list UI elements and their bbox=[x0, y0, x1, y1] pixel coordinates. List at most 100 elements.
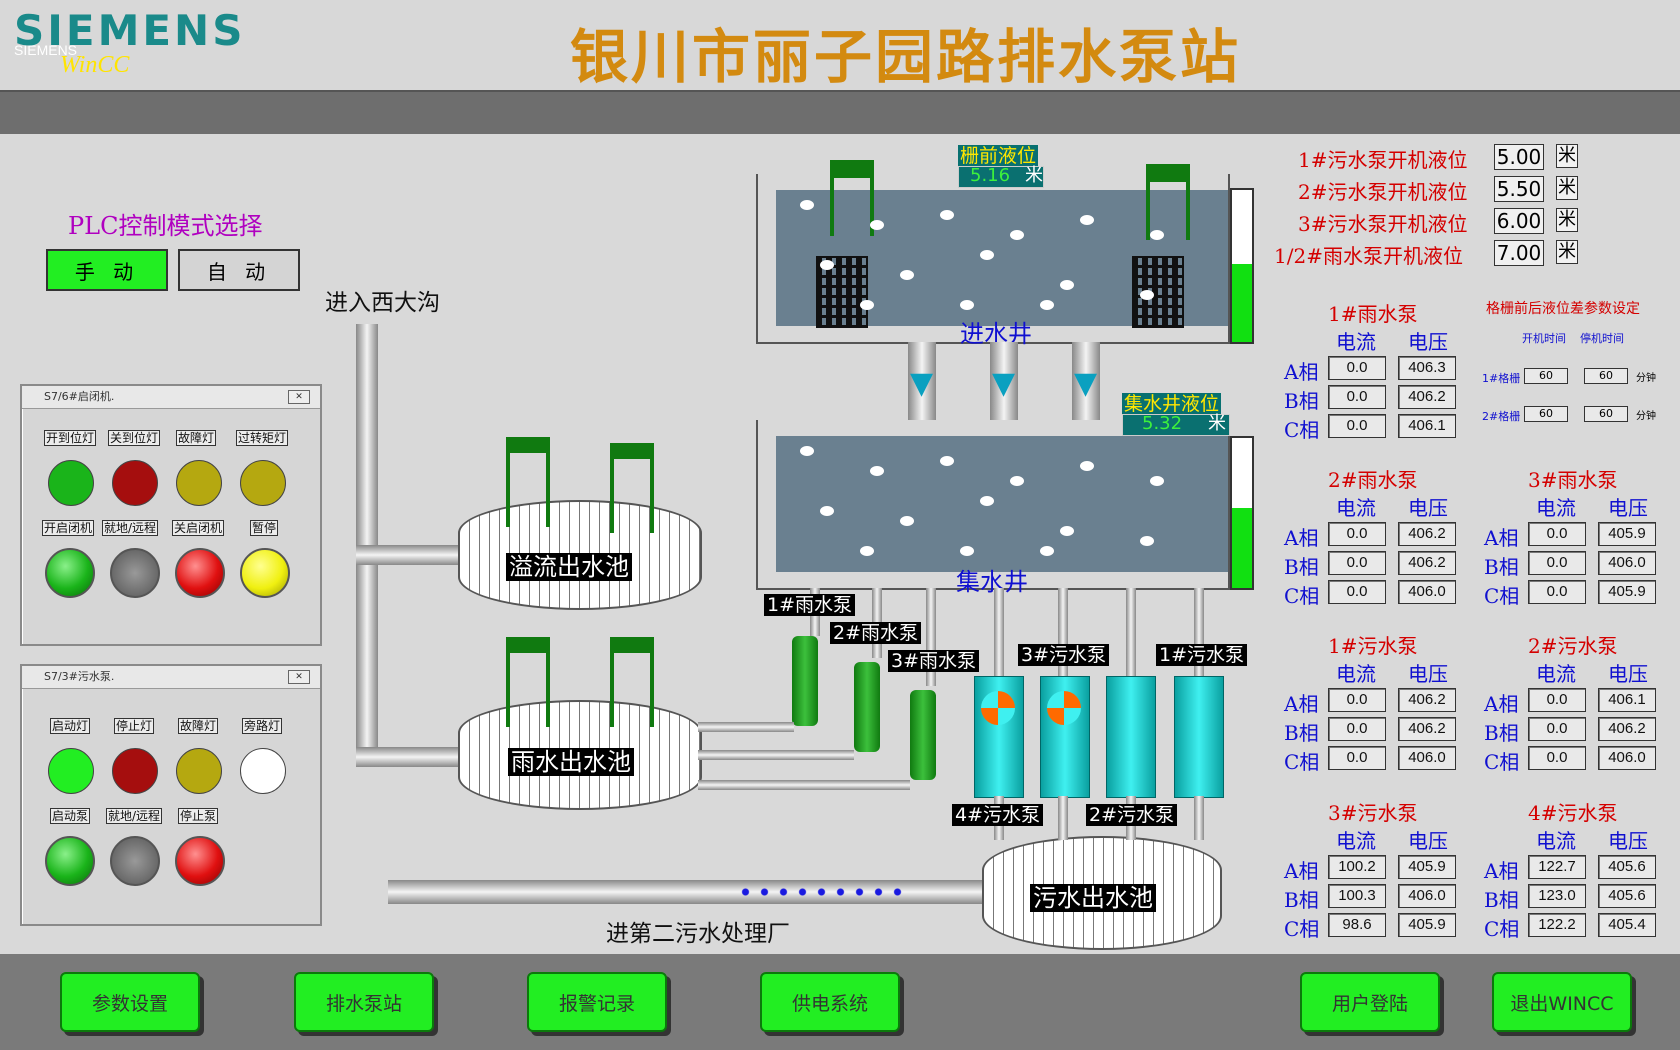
voltage-header: 电压 bbox=[1408, 662, 1448, 686]
manual-mode-button[interactable]: 手 动 bbox=[46, 249, 168, 291]
current-value[interactable]: 98.6 bbox=[1328, 913, 1386, 937]
bubble-icon bbox=[870, 466, 884, 476]
rain-pump-1[interactable] bbox=[792, 636, 818, 726]
setpoint-value-1[interactable]: 5.00 bbox=[1494, 144, 1544, 170]
current-value[interactable]: 0.0 bbox=[1328, 356, 1386, 380]
current-value[interactable]: 0.0 bbox=[1328, 688, 1386, 712]
bubble-icon bbox=[960, 546, 974, 556]
voltage-header: 电压 bbox=[1408, 330, 1448, 354]
local-remote-switch[interactable] bbox=[110, 548, 160, 598]
voltage-value[interactable]: 406.3 bbox=[1398, 356, 1456, 380]
voltage-value[interactable]: 405.9 bbox=[1398, 855, 1456, 879]
tag-sewage-pump-4: 4#污水泵 bbox=[952, 804, 1044, 826]
open-gate-button[interactable] bbox=[45, 548, 95, 598]
rain-gate-2[interactable] bbox=[610, 637, 654, 727]
voltage-value[interactable]: 405.4 bbox=[1598, 913, 1656, 937]
rain-pump-2[interactable] bbox=[854, 662, 880, 752]
bubble-icon bbox=[1010, 476, 1024, 486]
current-value[interactable]: 0.0 bbox=[1328, 414, 1386, 438]
nav-login-button[interactable]: 用户登陆 bbox=[1300, 972, 1440, 1032]
sewage-pump-4[interactable] bbox=[974, 676, 1024, 798]
phase-label: C相 bbox=[1484, 584, 1520, 608]
current-value[interactable]: 122.7 bbox=[1528, 855, 1586, 879]
voltage-value[interactable]: 406.1 bbox=[1398, 414, 1456, 438]
inlet-level-bar bbox=[1230, 188, 1254, 344]
close-gate-button[interactable] bbox=[175, 548, 225, 598]
grille-1-unit: 分钟 bbox=[1636, 373, 1656, 384]
overflow-gate-1[interactable] bbox=[506, 437, 550, 527]
voltage-value[interactable]: 406.2 bbox=[1598, 717, 1656, 741]
overflow-gate-2[interactable] bbox=[610, 443, 654, 533]
grille-2-on[interactable]: 60 bbox=[1524, 406, 1568, 422]
phase-label: A相 bbox=[1484, 526, 1519, 550]
panel1-title: S7/6#启闭机.✕ bbox=[22, 386, 320, 409]
rain-pump-3[interactable] bbox=[910, 690, 936, 780]
current-value[interactable]: 0.0 bbox=[1328, 522, 1386, 546]
current-value[interactable]: 0.0 bbox=[1528, 580, 1586, 604]
sewage-plant-label: 进第二污水处理厂 bbox=[606, 921, 790, 947]
current-value[interactable]: 100.3 bbox=[1328, 884, 1386, 908]
phase-label: B相 bbox=[1484, 721, 1519, 745]
current-value[interactable]: 0.0 bbox=[1328, 385, 1386, 409]
sewage-pump-1[interactable] bbox=[1174, 676, 1224, 798]
voltage-value[interactable]: 406.2 bbox=[1398, 551, 1456, 575]
panel1-close-icon[interactable]: ✕ bbox=[288, 390, 310, 404]
current-value[interactable]: 0.0 bbox=[1528, 688, 1586, 712]
setpoint-value-4[interactable]: 7.00 bbox=[1494, 240, 1544, 266]
voltage-value[interactable]: 406.0 bbox=[1398, 746, 1456, 770]
current-value[interactable]: 0.0 bbox=[1528, 522, 1586, 546]
overflow-pool-label: 溢流出水池 bbox=[506, 553, 632, 581]
voltage-value[interactable]: 406.0 bbox=[1598, 746, 1656, 770]
current-value[interactable]: 123.0 bbox=[1528, 884, 1586, 908]
bypass-lamp bbox=[240, 748, 286, 794]
voltage-value[interactable]: 406.2 bbox=[1398, 385, 1456, 409]
current-value[interactable]: 0.0 bbox=[1528, 551, 1586, 575]
voltage-value[interactable]: 405.9 bbox=[1598, 522, 1656, 546]
voltage-value[interactable]: 406.1 bbox=[1598, 688, 1656, 712]
grille-1-off[interactable]: 60 bbox=[1584, 368, 1628, 384]
voltage-value[interactable]: 405.9 bbox=[1598, 580, 1656, 604]
inlet-gate-left[interactable] bbox=[830, 160, 874, 236]
current-header: 电流 bbox=[1536, 662, 1576, 686]
voltage-value[interactable]: 405.6 bbox=[1598, 884, 1656, 908]
grille-2-off[interactable]: 60 bbox=[1584, 406, 1628, 422]
current-value[interactable]: 0.0 bbox=[1528, 717, 1586, 741]
voltage-value[interactable]: 405.6 bbox=[1598, 855, 1656, 879]
current-value[interactable]: 100.2 bbox=[1328, 855, 1386, 879]
pump-pipe-s4 bbox=[994, 588, 1004, 676]
panel2-close-icon[interactable]: ✕ bbox=[288, 670, 310, 684]
current-value[interactable]: 122.2 bbox=[1528, 913, 1586, 937]
current-value[interactable]: 0.0 bbox=[1328, 580, 1386, 604]
grille-1-on[interactable]: 60 bbox=[1524, 368, 1568, 384]
nav-alarms-button[interactable]: 报警记录 bbox=[527, 972, 667, 1032]
current-value[interactable]: 0.0 bbox=[1528, 746, 1586, 770]
pump-local-remote-switch[interactable] bbox=[110, 836, 160, 886]
inlet-gate-right[interactable] bbox=[1146, 164, 1190, 240]
current-value[interactable]: 0.0 bbox=[1328, 551, 1386, 575]
voltage-value[interactable]: 406.0 bbox=[1598, 551, 1656, 575]
voltage-value[interactable]: 405.9 bbox=[1398, 913, 1456, 937]
pause-button[interactable] bbox=[240, 548, 290, 598]
voltage-value[interactable]: 406.0 bbox=[1398, 580, 1456, 604]
nav-power-button[interactable]: 供电系统 bbox=[760, 972, 900, 1032]
bubble-icon bbox=[1060, 526, 1074, 536]
voltage-value[interactable]: 406.2 bbox=[1398, 717, 1456, 741]
voltage-value[interactable]: 406.2 bbox=[1398, 688, 1456, 712]
auto-mode-button[interactable]: 自 动 bbox=[178, 249, 300, 291]
setpoint-value-3[interactable]: 6.00 bbox=[1494, 208, 1544, 234]
sewage-pump-2[interactable] bbox=[1106, 676, 1156, 798]
rain-gate-1[interactable] bbox=[506, 637, 550, 727]
current-value[interactable]: 0.0 bbox=[1328, 746, 1386, 770]
voltage-value[interactable]: 406.0 bbox=[1398, 884, 1456, 908]
pump-name: 1#污水泵 bbox=[1328, 634, 1418, 658]
setpoint-value-2[interactable]: 5.50 bbox=[1494, 176, 1544, 202]
sewage-pump-3[interactable] bbox=[1040, 676, 1090, 798]
stop-pump-button[interactable] bbox=[175, 836, 225, 886]
voltage-value[interactable]: 406.2 bbox=[1398, 522, 1456, 546]
current-value[interactable]: 0.0 bbox=[1328, 717, 1386, 741]
nav-exit-button[interactable]: 退出WINCC bbox=[1492, 972, 1632, 1032]
start-pump-button[interactable] bbox=[45, 836, 95, 886]
nav-pumpstation-button[interactable]: 排水泵站 bbox=[294, 972, 434, 1032]
pump-name: 3#污水泵 bbox=[1328, 801, 1418, 825]
nav-params-button[interactable]: 参数设置 bbox=[60, 972, 200, 1032]
